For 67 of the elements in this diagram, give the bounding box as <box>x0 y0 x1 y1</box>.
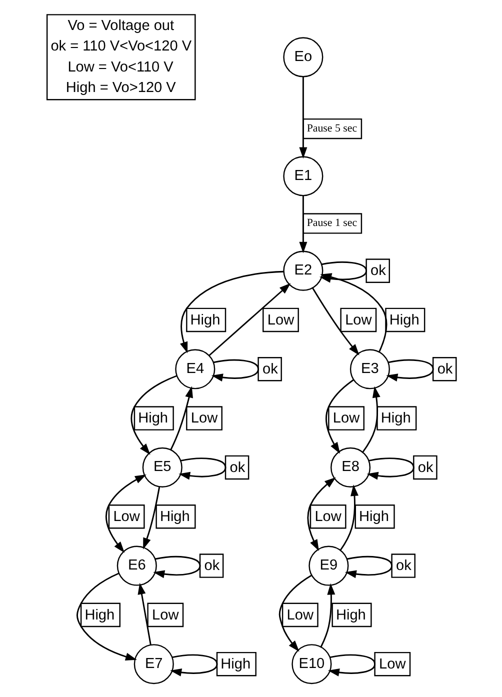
edge-label: High <box>336 607 366 624</box>
edge-label: Pause 5 sec <box>306 122 358 134</box>
edge-label: Pause 1 sec <box>306 217 358 230</box>
node-circle: E2 <box>283 250 324 291</box>
arrow <box>278 574 312 652</box>
node-circle: E10 <box>292 644 332 684</box>
edge-label: High <box>389 312 420 328</box>
node-circle: Eo <box>283 37 324 78</box>
edge-label: ok <box>437 362 453 378</box>
edge-label: Low <box>345 312 372 328</box>
arrow <box>362 386 380 452</box>
arrow <box>180 270 284 354</box>
arrow <box>366 458 414 480</box>
label: Low = Vo<110 V <box>68 59 174 76</box>
node-circle: E4 <box>175 349 216 390</box>
edge-label: Low <box>379 656 406 672</box>
arrow <box>344 556 393 578</box>
edge-label: High <box>190 312 220 328</box>
node-circle: E9 <box>308 546 349 586</box>
edge-label: ok <box>370 263 386 280</box>
arrow <box>208 283 291 356</box>
node-circle: E1 <box>283 156 324 196</box>
edge-label: Low <box>113 508 140 525</box>
arrow <box>328 654 376 676</box>
edge-label: ok <box>204 558 220 574</box>
edge-label: ok <box>418 460 434 476</box>
edge-label: High <box>84 607 115 624</box>
edge-label: Low <box>332 410 360 427</box>
node-circle: E6 <box>116 546 157 586</box>
edge-label: Low <box>314 508 342 525</box>
edge-label: ok <box>262 362 278 378</box>
node-circle: E7 <box>134 644 174 684</box>
label: ok = 110 V<Vo<120 V <box>50 38 192 55</box>
edge-label: Low <box>286 607 314 624</box>
edge-label: Low <box>152 607 179 624</box>
edge-label: High <box>380 410 411 427</box>
arrow <box>153 556 201 578</box>
arrow <box>299 196 308 254</box>
arrow <box>307 477 336 551</box>
arrow <box>138 582 152 646</box>
edge-label: Low <box>267 312 294 328</box>
arrow <box>340 484 358 551</box>
node-circle: E8 <box>330 447 371 488</box>
node-circle: E3 <box>350 349 390 390</box>
arrow <box>299 76 308 159</box>
edge-label: ok <box>396 558 412 574</box>
edge-label: High <box>220 656 251 672</box>
edge-label: Low <box>190 410 218 427</box>
arrow <box>76 572 137 661</box>
arrow <box>130 375 177 455</box>
arrow <box>178 458 226 480</box>
label: Vo = Voltage out <box>68 18 174 34</box>
arrow <box>106 474 146 553</box>
arrow <box>170 654 218 676</box>
edge-label: ok <box>230 460 246 476</box>
arrow <box>320 583 336 648</box>
arrow <box>326 379 354 454</box>
edge-label: High <box>359 508 389 525</box>
edge-label: High <box>160 508 190 525</box>
arrow <box>170 386 193 450</box>
arrow <box>312 288 360 356</box>
arrow <box>386 359 434 382</box>
edge-label: High <box>138 410 168 427</box>
arrow <box>143 486 160 550</box>
node-circle: E5 <box>142 447 182 488</box>
arrow <box>211 359 260 382</box>
label: High = Vo>120 V <box>66 80 176 96</box>
